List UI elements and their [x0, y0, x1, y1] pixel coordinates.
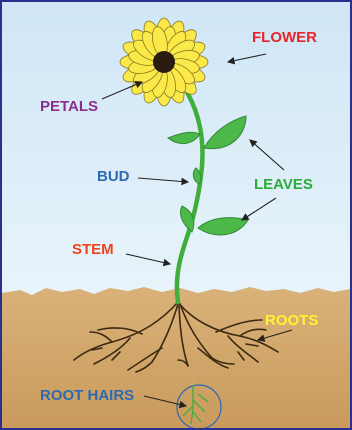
label-root-hairs: ROOT HAIRS: [40, 388, 134, 404]
sunflower-icon: [120, 18, 208, 106]
leaf-lower-left: [180, 206, 193, 232]
arrow-flower: [228, 54, 266, 62]
flower-center: [153, 51, 175, 73]
label-bud: BUD: [97, 169, 130, 185]
label-petals: PETALS: [40, 99, 98, 115]
label-leaves: LEAVES: [254, 177, 313, 193]
stem: [164, 68, 202, 302]
arrow-stem: [126, 254, 170, 264]
plant-illustration: [2, 2, 350, 428]
arrow-leaves-upper: [250, 140, 284, 170]
leaf-lower-right: [198, 218, 248, 235]
leaf-upper-right: [204, 116, 246, 149]
label-flower: FLOWER: [252, 30, 317, 46]
leaf-upper-left: [168, 132, 200, 143]
arrow-bud: [138, 178, 188, 182]
label-stem: STEM: [72, 242, 114, 258]
label-roots: ROOTS: [265, 313, 318, 329]
arrow-leaves-lower: [242, 198, 276, 220]
